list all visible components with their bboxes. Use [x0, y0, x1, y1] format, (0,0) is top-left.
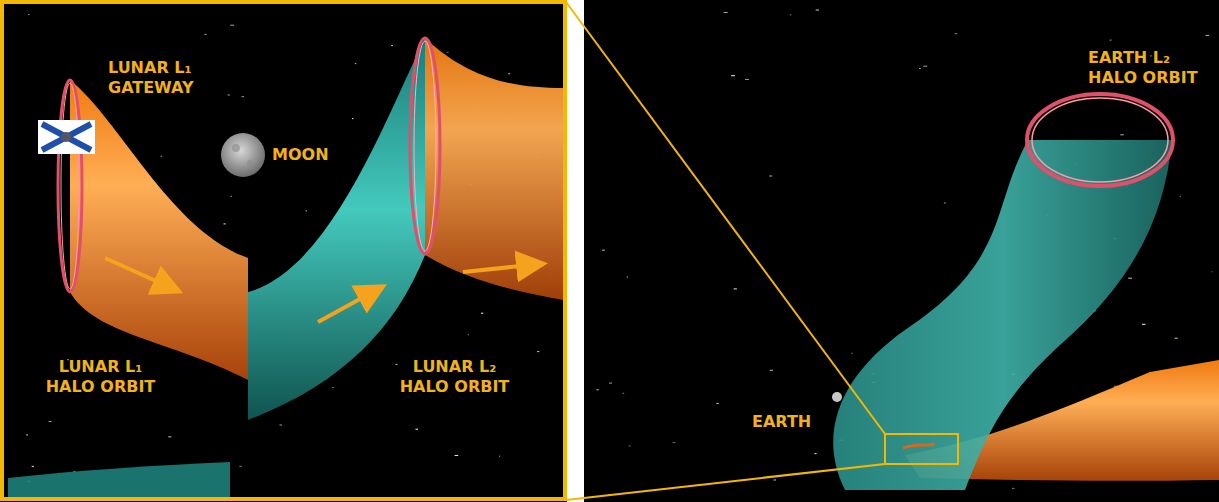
- star: [537, 351, 539, 352]
- star: [596, 389, 599, 390]
- star: [627, 277, 628, 278]
- star: [919, 68, 921, 69]
- star: [923, 66, 927, 67]
- star: [816, 10, 819, 11]
- star: [28, 14, 29, 15]
- star: [609, 383, 612, 384]
- star: [1128, 278, 1132, 279]
- star: [32, 466, 34, 467]
- star: [239, 466, 242, 467]
- halo-orbit-label: LUNAR L₂ HALO ORBIT: [392, 357, 517, 397]
- star: [954, 33, 957, 34]
- star: [355, 63, 357, 64]
- star: [204, 34, 206, 35]
- star: [499, 456, 500, 457]
- star: [416, 429, 419, 430]
- star: [49, 421, 52, 422]
- halo-orbit-label: LUNAR L₁ HALO ORBIT: [38, 357, 163, 397]
- star: [716, 403, 719, 404]
- halo-orbit-label: EARTH L₂ HALO ORBIT: [1088, 48, 1213, 88]
- star: [332, 387, 334, 388]
- star: [1175, 338, 1178, 339]
- star: [224, 223, 226, 224]
- star: [508, 73, 510, 74]
- star: [790, 14, 792, 15]
- star: [814, 453, 816, 454]
- star: [1120, 134, 1124, 135]
- star: [1142, 324, 1145, 325]
- star: [26, 434, 28, 435]
- star: [352, 118, 353, 119]
- star: [731, 75, 735, 76]
- star: [446, 52, 448, 53]
- star: [724, 12, 728, 13]
- star: [623, 393, 625, 394]
- star: [1180, 196, 1181, 197]
- star: [306, 210, 307, 211]
- star: [391, 45, 393, 46]
- star: [230, 196, 232, 197]
- star: [395, 364, 397, 365]
- star: [1206, 35, 1210, 36]
- star: [769, 176, 772, 177]
- earth-label: EARTH: [752, 412, 832, 432]
- star: [1110, 40, 1112, 41]
- star: [944, 203, 946, 204]
- star: [228, 95, 231, 96]
- star: [280, 425, 282, 426]
- star: [168, 436, 171, 437]
- star: [230, 25, 234, 26]
- star: [241, 96, 244, 97]
- star: [1012, 488, 1015, 489]
- gateway-label: LUNAR L₁ GATEWAY: [108, 58, 228, 98]
- star: [161, 156, 163, 157]
- star: [852, 353, 853, 354]
- star: [734, 288, 737, 289]
- star: [455, 455, 459, 456]
- star: [673, 442, 676, 443]
- star: [468, 334, 469, 335]
- star: [481, 313, 483, 314]
- moon-label: MOON: [272, 145, 352, 165]
- star: [770, 370, 773, 371]
- star: [774, 480, 777, 481]
- star: [745, 79, 749, 80]
- star: [602, 250, 605, 251]
- star: [629, 445, 631, 446]
- star: [1211, 271, 1212, 272]
